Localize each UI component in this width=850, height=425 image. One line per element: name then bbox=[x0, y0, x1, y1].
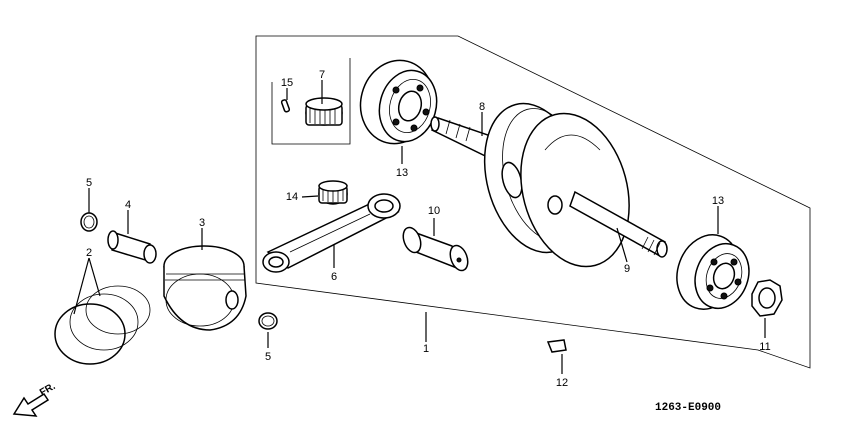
woodruff-key-part[interactable] bbox=[546, 339, 567, 353]
sub-assembly-box bbox=[271, 58, 351, 145]
callout-2: 2 bbox=[86, 247, 92, 259]
front-label: FR. bbox=[38, 381, 58, 399]
callout-14: 14 bbox=[286, 191, 298, 203]
callout-9: 9 bbox=[624, 263, 630, 275]
front-direction-arrow: FR. bbox=[12, 381, 58, 417]
pin-part[interactable] bbox=[280, 99, 291, 113]
callout-12: 12 bbox=[556, 377, 568, 389]
lock-nut-part[interactable] bbox=[751, 279, 783, 317]
piston-pin-clip-lower-part[interactable] bbox=[258, 312, 278, 330]
ball-bearing-upper-part[interactable] bbox=[351, 52, 444, 152]
diagram-code: 1263-E0900 bbox=[655, 402, 721, 414]
callout-8: 8 bbox=[479, 101, 485, 113]
assembly-boundary bbox=[255, 35, 811, 369]
callout-6: 6 bbox=[331, 271, 337, 283]
needle-bearing-7-part[interactable] bbox=[305, 97, 343, 126]
crankshaft-part[interactable] bbox=[430, 92, 668, 279]
callout-3: 3 bbox=[199, 217, 205, 229]
callout-4: 4 bbox=[125, 199, 131, 211]
callout-10: 10 bbox=[428, 205, 440, 217]
callout-5-lower: 5 bbox=[265, 351, 271, 363]
piston-pin-part[interactable] bbox=[107, 230, 157, 264]
piston-rings-part[interactable] bbox=[54, 285, 151, 365]
callout-labels: 15 7 8 13 5 4 3 14 10 2 6 13 9 5 1 11 12 bbox=[86, 69, 771, 389]
callout-13-upper: 13 bbox=[396, 167, 408, 179]
leader-lines bbox=[73, 80, 766, 374]
callout-15: 15 bbox=[281, 77, 293, 89]
callout-13-lower: 13 bbox=[712, 195, 724, 207]
callout-11: 11 bbox=[759, 341, 770, 353]
callout-7: 7 bbox=[319, 69, 325, 81]
needle-bearing-14-part[interactable] bbox=[318, 180, 348, 205]
callout-5-upper: 5 bbox=[86, 177, 92, 189]
piston-part[interactable] bbox=[163, 245, 247, 331]
callout-1: 1 bbox=[423, 343, 429, 355]
connecting-rod-part[interactable] bbox=[262, 193, 401, 273]
crank-pin-part[interactable] bbox=[400, 225, 471, 273]
piston-pin-clip-upper-part[interactable] bbox=[80, 212, 98, 232]
ball-bearing-lower-part[interactable] bbox=[667, 226, 758, 318]
